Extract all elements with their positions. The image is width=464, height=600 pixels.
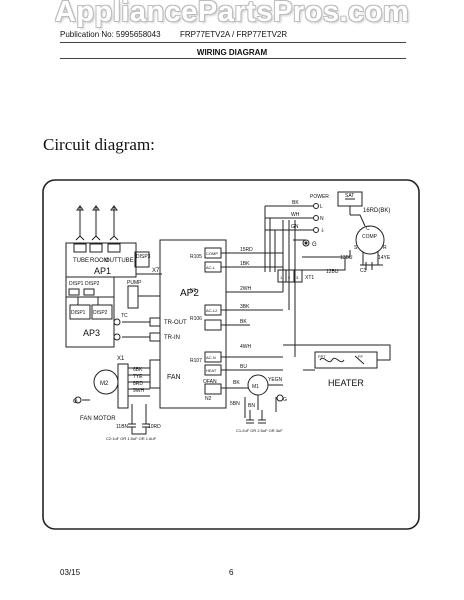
ac-n-label: AC-N bbox=[206, 355, 216, 360]
wire-7ye: 7YE bbox=[133, 374, 143, 380]
ofan-label: OFAN bbox=[203, 379, 217, 385]
wire-13bu: 13BU bbox=[340, 255, 353, 261]
wire-9wh: 9WH bbox=[133, 388, 145, 394]
sensor-label-room: ROOM bbox=[90, 258, 109, 264]
n2-label: N2 bbox=[205, 396, 212, 402]
fan-label: FAN bbox=[167, 374, 181, 381]
m2-label: M2 bbox=[100, 381, 109, 387]
m1-label: M1 bbox=[252, 384, 259, 390]
pump-label: PUMP bbox=[127, 280, 142, 286]
disp-panel bbox=[65, 276, 115, 298]
publication-number: Publication No: 5995658043 bbox=[60, 30, 161, 39]
ap2-label: AP2 bbox=[180, 288, 199, 299]
wire-10rd: 10RD bbox=[148, 424, 161, 430]
r105-label: R105 bbox=[190, 254, 202, 260]
wire-14ye: 14YE bbox=[378, 255, 391, 261]
heater-label: HEATER bbox=[328, 378, 364, 388]
compressor-circle bbox=[355, 225, 385, 255]
disp1-label: DISP1 bbox=[69, 281, 84, 287]
fan-motor-label: FAN MOTOR bbox=[80, 416, 116, 422]
ofan-ground-label: G bbox=[283, 397, 287, 403]
tc-label: TC bbox=[121, 313, 128, 319]
xt1-terminal bbox=[277, 269, 303, 283]
comp-label: COMP bbox=[362, 234, 378, 240]
power-terminal-ground: ⏚ bbox=[320, 227, 325, 234]
sensor-label-outtube: OUTTUBE bbox=[105, 258, 134, 264]
power-bk-label: BK bbox=[292, 200, 299, 206]
xt1-term-1: 1 bbox=[280, 275, 283, 280]
wire-bu: BU bbox=[240, 364, 247, 370]
wire-1bk: 1BK bbox=[240, 261, 250, 267]
wire-bk: BK bbox=[240, 319, 247, 325]
power-ground-label: G bbox=[312, 242, 317, 248]
xt1-term-3: 3 bbox=[296, 275, 299, 280]
circuit-heading: Circuit diagram: bbox=[43, 135, 155, 154]
model-numbers: FRP77ETV2A / FRP77ETV2R bbox=[180, 30, 288, 39]
comp-s-label: S bbox=[354, 245, 358, 251]
comp-r-label: R bbox=[383, 245, 387, 251]
diagram-frame bbox=[42, 179, 420, 530]
power-terminal-l: L bbox=[320, 204, 323, 210]
ofan-bk-label: BK bbox=[233, 380, 240, 386]
r106-label: R106 bbox=[190, 316, 202, 322]
tr-out-label: TR-OUT bbox=[164, 320, 187, 326]
ac-l2-label: AC-L2 bbox=[206, 308, 218, 313]
fpt-label: FPT bbox=[318, 354, 326, 359]
ofan-5bn-label: 5BN bbox=[230, 401, 240, 407]
power-gn-label: GN bbox=[291, 224, 299, 230]
ap3-disp2-label: DISP2 bbox=[93, 310, 108, 316]
wire-4wh: 4WH bbox=[240, 344, 252, 350]
sat-label: SAT bbox=[345, 193, 354, 199]
c1-label: C1:2uF OR 2.5uF OR 3uF bbox=[236, 428, 283, 433]
n1-label: N1 bbox=[190, 288, 197, 294]
header-rule-top bbox=[60, 42, 406, 43]
wire-3bk: 3BK bbox=[240, 304, 250, 310]
r107-label: R107 bbox=[190, 358, 202, 364]
fan-capacitor-label: C2:1uF OR 1.5uF OR 1.6uF bbox=[106, 436, 157, 441]
ap3-label: AP3 bbox=[83, 328, 100, 338]
power-label: POWER bbox=[310, 194, 329, 200]
wire-2wh: 2WH bbox=[240, 286, 252, 292]
ap3-disp1-label: DISP1 bbox=[71, 310, 86, 316]
x7-label: X7 bbox=[152, 268, 160, 274]
power-terminal-n: N bbox=[320, 216, 324, 222]
wire-15rd: 15RD bbox=[240, 247, 253, 253]
ofan-bn-label: BN bbox=[248, 403, 255, 409]
watermark-logo: AppliancePartsPros.com bbox=[54, 0, 410, 28]
ff-label: FF bbox=[358, 354, 363, 359]
document-title: WIRING DIAGRAM bbox=[196, 48, 268, 57]
ap1-label: AP1 bbox=[94, 266, 111, 276]
footer-date: 03/15 bbox=[60, 568, 81, 577]
wire-12bu: 12BU bbox=[326, 269, 339, 275]
footer-page-number: 6 bbox=[229, 568, 234, 577]
ofan-yegn-label: YEGN bbox=[268, 377, 283, 383]
power-wh-label: WH bbox=[291, 212, 300, 218]
sensor-label-tube: TUBE bbox=[73, 258, 89, 264]
c3-label: C3 bbox=[360, 268, 367, 274]
header-rule-bottom bbox=[60, 58, 406, 59]
wire-11bn: 11BN bbox=[116, 424, 129, 430]
fan-ground-label: G bbox=[73, 399, 78, 405]
xt1-term-2: 2 bbox=[288, 275, 291, 280]
tr-in-label: TR-IN bbox=[164, 335, 180, 341]
heat-connector-label: HEAT bbox=[206, 368, 217, 373]
x1-label: X1 bbox=[117, 356, 125, 362]
wire-6bk: 6BK bbox=[133, 367, 143, 373]
wire-8rd: 8RD bbox=[133, 381, 143, 387]
sat-wire-label: 16RD(BK) bbox=[363, 208, 390, 214]
ac-l-label: AC-L bbox=[206, 265, 216, 270]
comp-connector-label: COMP bbox=[206, 251, 218, 256]
sensor-probes bbox=[73, 205, 121, 253]
comp-c-label: C bbox=[366, 226, 370, 232]
disp3-label: DISP3 bbox=[136, 254, 151, 260]
disp2-label: DISP2 bbox=[85, 281, 100, 287]
xt1-label: XT1 bbox=[305, 275, 314, 281]
